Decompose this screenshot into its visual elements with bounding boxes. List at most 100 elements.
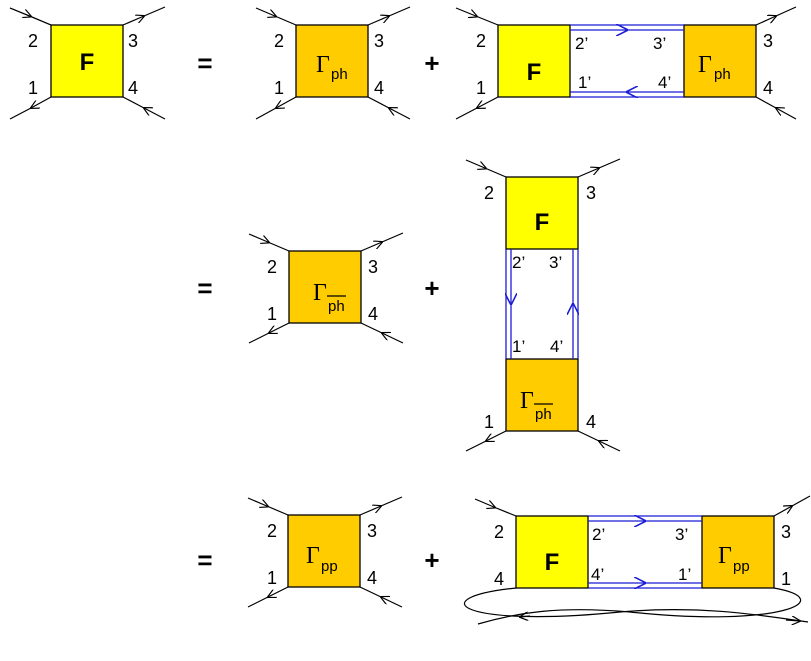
diagram-label: 2’ xyxy=(592,525,605,544)
propagator-line xyxy=(255,96,297,120)
propagator-line xyxy=(455,96,499,120)
vertex-gamma-ph-bar-row2: Γ ph 2 3 1 4 xyxy=(248,232,404,344)
vertex-box xyxy=(288,250,362,324)
equals-sign-row3: = xyxy=(197,545,212,575)
propagator-line xyxy=(247,497,289,516)
diagram-label: 1’ xyxy=(678,565,691,584)
vertex-box xyxy=(505,176,579,250)
vertex-label-F: F xyxy=(80,49,95,76)
leg-label-2: 2 xyxy=(28,31,38,51)
diagram-label: Γ xyxy=(313,280,327,306)
diagram-label: 4 xyxy=(368,304,378,324)
diagram-label: ph xyxy=(328,298,345,315)
propagator-line xyxy=(359,586,403,608)
propagator-line xyxy=(248,322,290,344)
crossed-ladder-F-gamma-pp: F Γ pp 2 4 3 1 2’ 4’ 3’ 1’ xyxy=(464,495,811,625)
propagator-line xyxy=(360,232,404,252)
diagram-label: 2 xyxy=(476,31,486,51)
leg-4-incoming xyxy=(122,96,166,120)
propagator-line xyxy=(455,7,499,26)
vertex-box xyxy=(295,24,369,98)
propagator-line xyxy=(577,158,621,178)
propagator-line xyxy=(474,498,517,517)
vertex-box xyxy=(701,515,775,589)
diagram-label: 2’ xyxy=(512,253,525,272)
diagram-label: 1 xyxy=(267,304,277,324)
diagram-label: 3 xyxy=(781,522,791,542)
diagram-label: F xyxy=(535,209,550,236)
equals-sign-row1: = xyxy=(197,48,212,78)
equals-sign-row2: = xyxy=(197,273,212,303)
diagram-label: 3’ xyxy=(675,525,688,544)
diagram-label: 2’ xyxy=(575,34,588,53)
vertex-box xyxy=(515,515,589,589)
diagram-label: 3 xyxy=(368,257,378,277)
diagram-label: 3 xyxy=(763,31,773,51)
propagator-line xyxy=(247,586,289,608)
diagram-label: 4’ xyxy=(591,565,604,584)
diagram-label: F xyxy=(545,549,560,576)
ladder-F-gamma-ph: F Γ ph 2 1 3 4 2’ 1’ 3’ 4’ xyxy=(455,6,797,120)
diagram-label: F xyxy=(527,59,542,86)
propagator-line xyxy=(9,7,52,26)
leg-1-outgoing xyxy=(9,96,52,120)
diagram-label: Γ xyxy=(306,543,320,569)
diagram-label: 1 xyxy=(476,78,486,98)
diagram-label: 1 xyxy=(274,78,284,98)
diagram-label: Γ xyxy=(718,543,732,569)
diagram-label: pp xyxy=(321,558,338,575)
diagram-label: 4’ xyxy=(550,337,563,356)
propagator-line xyxy=(755,96,797,120)
diagram-label: Γ xyxy=(520,388,534,414)
diagram-label: 2 xyxy=(484,183,494,203)
leg-label-3: 3 xyxy=(128,31,138,51)
diagram-label: ph xyxy=(535,406,552,423)
gamma-symbol: Γ xyxy=(316,52,330,78)
diagram-label: 3’ xyxy=(653,34,666,53)
plus-sign-row1: + xyxy=(424,48,439,78)
diagram-label: 3’ xyxy=(549,253,562,272)
diagram-label: 1 xyxy=(484,412,494,432)
diagram-label: Γ xyxy=(698,52,712,78)
plus-sign-row2: + xyxy=(424,273,439,303)
vertical-ladder-F-gamma-ph-bar: F Γ ph 2 3 1 4 2’ 3’ 1’ 4’ xyxy=(465,158,621,452)
diagram-label: 3 xyxy=(367,521,377,541)
vertex-F-lhs: F 2 3 1 4 xyxy=(9,6,166,120)
vertex-box xyxy=(505,358,579,432)
diagram-label: 4 xyxy=(374,78,384,98)
diagram-label: 3 xyxy=(374,31,384,51)
propagator-line xyxy=(367,6,411,26)
vertex-box xyxy=(497,24,571,98)
diagram-label: 1 xyxy=(781,569,791,589)
diagram-label: 1’ xyxy=(512,337,525,356)
propagator-line xyxy=(360,322,404,344)
vertex-gamma-pp-row3: Γ pp 2 3 1 4 xyxy=(247,496,403,608)
propagator-line xyxy=(773,495,811,517)
propagator-line xyxy=(359,496,403,516)
vertex-box xyxy=(287,514,361,588)
diagram-label: pp xyxy=(733,558,750,575)
leg-3-outgoing xyxy=(122,6,166,26)
diagram-label: 2 xyxy=(267,257,277,277)
propagator-line xyxy=(465,159,507,178)
propagator-line xyxy=(520,616,531,617)
diagram-label: 4 xyxy=(367,568,377,588)
leg-label-4: 4 xyxy=(128,78,138,98)
diagram-label: 4 xyxy=(763,78,773,98)
diagram-label: 4 xyxy=(586,412,596,432)
diagram-label: 4’ xyxy=(658,73,671,92)
propagator-line xyxy=(785,620,800,621)
propagator-line xyxy=(465,430,507,452)
diagram-label: 2 xyxy=(494,522,504,542)
propagator-line xyxy=(577,430,621,452)
vertex-box xyxy=(50,24,124,98)
crossing-leg-b xyxy=(477,587,802,625)
leg-label-1: 1 xyxy=(28,78,38,98)
crossing-leg-a xyxy=(464,587,809,623)
propagator-line xyxy=(367,96,411,120)
diagram-label: ph xyxy=(714,66,731,83)
vertex-gamma-ph-row1: Γ ph 2 3 1 4 xyxy=(255,6,411,120)
gamma-subscript-ph: ph xyxy=(331,66,348,83)
vertex-box xyxy=(683,24,757,98)
